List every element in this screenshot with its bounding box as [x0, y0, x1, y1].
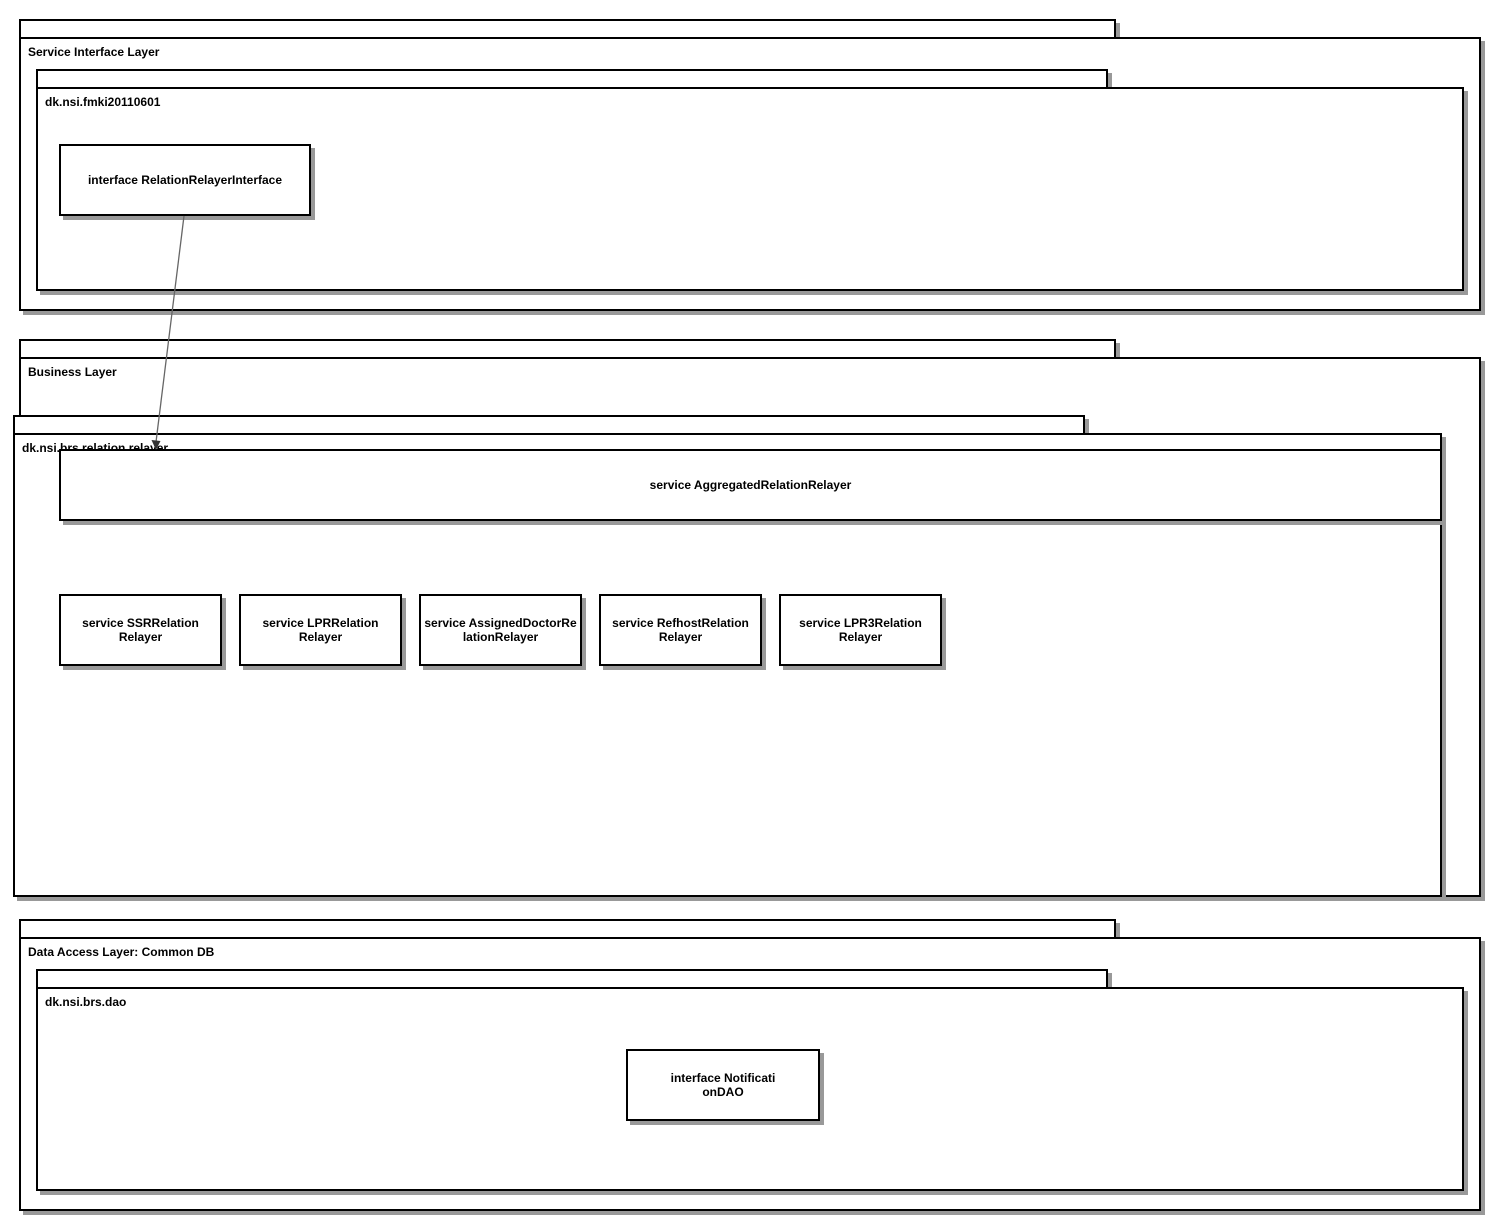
ssr-relation-relayer[interactable]: service SSRRelationRelayer	[59, 594, 222, 666]
refhost-relation-relayer[interactable]: service RefhostRelationRelayer	[599, 594, 762, 666]
aggregated-relation-relayer-label: service AggregatedRelationRelayer	[649, 478, 852, 492]
ssr-relation-relayer-label: service SSRRelationRelayer	[82, 616, 199, 644]
notification-dao-label: interface NotificationDAO	[670, 1071, 776, 1099]
refhost-relation-relayer-label: service RefhostRelationRelayer	[612, 616, 749, 644]
aggregated-relation-relayer[interactable]: service AggregatedRelationRelayer	[59, 449, 1442, 521]
lpr-relation-relayer-label: service LPRRelationRelayer	[262, 616, 379, 644]
data-access-layer-label: Data Access Layer: Common DB	[28, 945, 215, 959]
business-layer-label: Business Layer	[28, 365, 117, 379]
service-interface-layer-label: Service Interface Layer	[28, 45, 160, 59]
assigned-doctor-relation-relayer[interactable]: service AssignedDoctorRelationRelayer	[419, 594, 582, 666]
dao-package-label: dk.nsi.brs.dao	[45, 995, 127, 1009]
notification-dao[interactable]: interface NotificationDAO	[626, 1049, 820, 1121]
relation-relayer-interface-label: interface RelationRelayerInterface	[87, 173, 283, 187]
lpr3-relation-relayer[interactable]: service LPR3RelationRelayer	[779, 594, 942, 666]
lpr3-relation-relayer-label: service LPR3RelationRelayer	[799, 616, 922, 644]
relation-relayer-interface[interactable]: interface RelationRelayerInterface	[59, 144, 311, 216]
assigned-doctor-relation-relayer-label: service AssignedDoctorRelationRelayer	[424, 616, 577, 644]
lpr-relation-relayer[interactable]: service LPRRelationRelayer	[239, 594, 402, 666]
fmki-package-label: dk.nsi.fmki20110601	[45, 95, 161, 109]
